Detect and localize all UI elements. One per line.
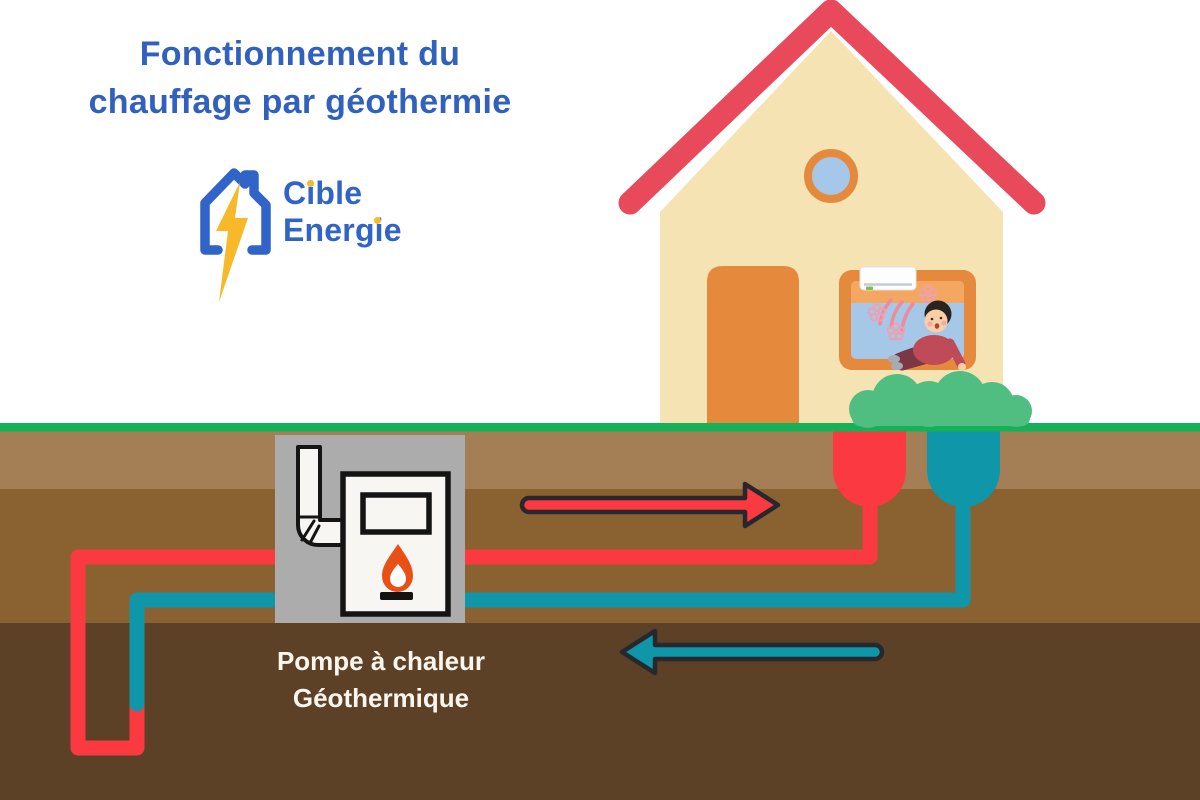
relaxing-person <box>888 300 966 371</box>
cold-well <box>927 424 1000 508</box>
bush-base <box>852 409 1030 426</box>
blossom-icon <box>867 303 887 322</box>
title-line-2: chauffage par géothermie <box>88 83 512 121</box>
front-door <box>707 266 799 424</box>
arrow-right-icon <box>519 481 781 529</box>
ac-heater-unit-icon <box>859 266 917 291</box>
person-face <box>924 309 948 333</box>
person-cheek <box>927 321 933 327</box>
yellow-i-dot <box>374 217 381 224</box>
heat-pump-label-line-2: Géothermique <box>292 683 470 713</box>
house <box>618 0 1046 424</box>
person-torso <box>913 335 955 365</box>
heat-pump-label-line-1: Pompe à chaleur <box>276 646 486 676</box>
duct-joint <box>308 524 321 545</box>
heat-pump-label: Pompe à chaleur Géothermique <box>231 643 531 717</box>
brand-name: Cible Energie <box>283 175 402 249</box>
blossom-icon <box>918 284 938 303</box>
grass-strip <box>0 423 1200 432</box>
burner-bar <box>380 592 413 600</box>
petal <box>886 326 896 335</box>
bush <box>849 371 1032 428</box>
soil-layer-top <box>0 431 1200 489</box>
soil-layer-deep <box>0 623 1200 800</box>
yellow-i-dot <box>307 180 314 187</box>
heat-wave <box>889 300 904 329</box>
petal <box>918 288 928 297</box>
blossom-icon <box>886 322 906 341</box>
house-roof <box>618 0 1046 215</box>
brand-name-line-2: Energie <box>283 212 402 248</box>
attic-round-window <box>804 149 858 203</box>
brand-name-line-1: Cible <box>283 175 363 211</box>
logo-house-outline <box>200 168 271 255</box>
page-title: Fonctionnement du chauffage par géotherm… <box>25 30 575 126</box>
arrow-left-icon <box>619 628 885 676</box>
house-with-lightning-bolt-icon <box>200 168 271 302</box>
cold-pipe <box>129 487 971 712</box>
hot-well <box>833 424 906 508</box>
hot-pipe <box>70 487 878 756</box>
person-eye <box>930 317 934 321</box>
ac-indicator <box>866 286 873 290</box>
person-hand <box>958 363 966 371</box>
title-line-1: Fonctionnement du <box>139 35 461 73</box>
lightning-bolt-icon <box>216 182 248 302</box>
boiler-display <box>360 492 432 535</box>
petal <box>867 307 877 316</box>
geothermal-heat-pump <box>275 435 465 623</box>
person-mouth <box>934 323 940 329</box>
brand-logo: Cible Energie <box>190 152 430 322</box>
heat-wave <box>878 298 893 326</box>
person-sock <box>888 355 900 363</box>
person-cheek <box>941 320 947 326</box>
flame-inner <box>390 564 406 587</box>
person-sock <box>891 362 903 370</box>
person-eye <box>939 316 943 320</box>
duct-joint <box>300 519 316 542</box>
